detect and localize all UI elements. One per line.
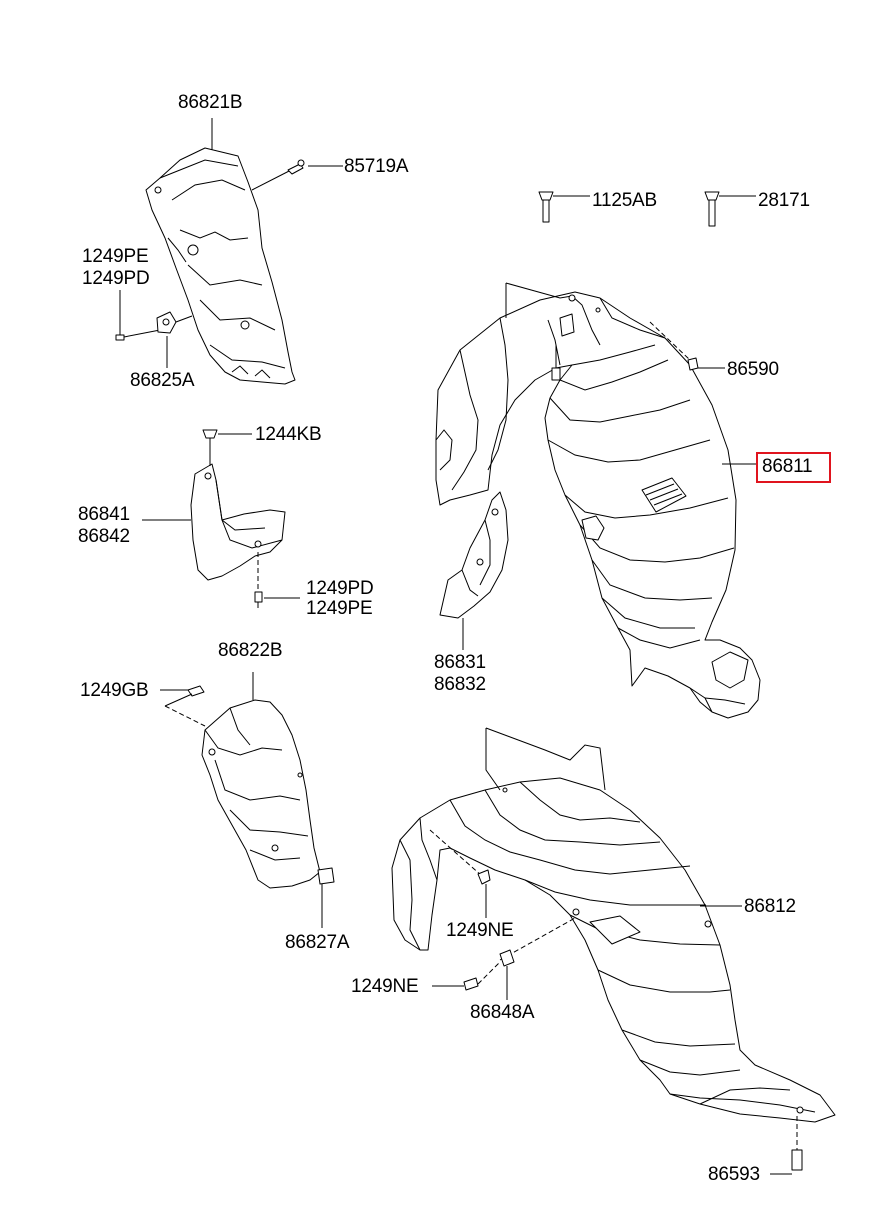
highlight-86811 bbox=[756, 452, 831, 483]
label-86811[interactable]: 86811 bbox=[762, 456, 813, 477]
label-86825A: 86825A bbox=[130, 370, 195, 391]
label-86821B: 86821B bbox=[178, 92, 243, 113]
label-86590: 86590 bbox=[727, 359, 779, 380]
label-86848A: 86848A bbox=[470, 1002, 535, 1023]
label-1249NE-lower: 1249NE bbox=[351, 976, 419, 997]
part-86821B-drawing bbox=[145, 147, 296, 385]
label-1125AB: 1125AB bbox=[592, 190, 658, 211]
label-1249PD-upper: 1249PD bbox=[82, 268, 150, 289]
label-28171: 28171 bbox=[758, 190, 810, 211]
label-86812: 86812 bbox=[744, 896, 796, 917]
label-86842: 86842 bbox=[78, 526, 130, 547]
label-86832: 86832 bbox=[434, 674, 486, 695]
label-86827A: 86827A bbox=[285, 932, 350, 953]
label-85719A: 85719A bbox=[344, 156, 409, 177]
label-86593: 86593 bbox=[708, 1164, 760, 1185]
label-86841: 86841 bbox=[78, 504, 130, 525]
label-86831: 86831 bbox=[434, 652, 486, 673]
label-1249PE-upper: 1249PE bbox=[82, 246, 149, 267]
label-86822B: 86822B bbox=[218, 640, 283, 661]
label-1249NE-upper: 1249NE bbox=[446, 920, 514, 941]
label-1249PD-lower: 1249PD bbox=[306, 578, 374, 599]
label-1244KB: 1244KB bbox=[255, 424, 322, 445]
label-1249GB: 1249GB bbox=[80, 680, 149, 701]
part-86811-drawing bbox=[435, 282, 761, 719]
label-1249PE-lower: 1249PE bbox=[306, 598, 373, 619]
part-86812-drawing bbox=[391, 727, 836, 1123]
